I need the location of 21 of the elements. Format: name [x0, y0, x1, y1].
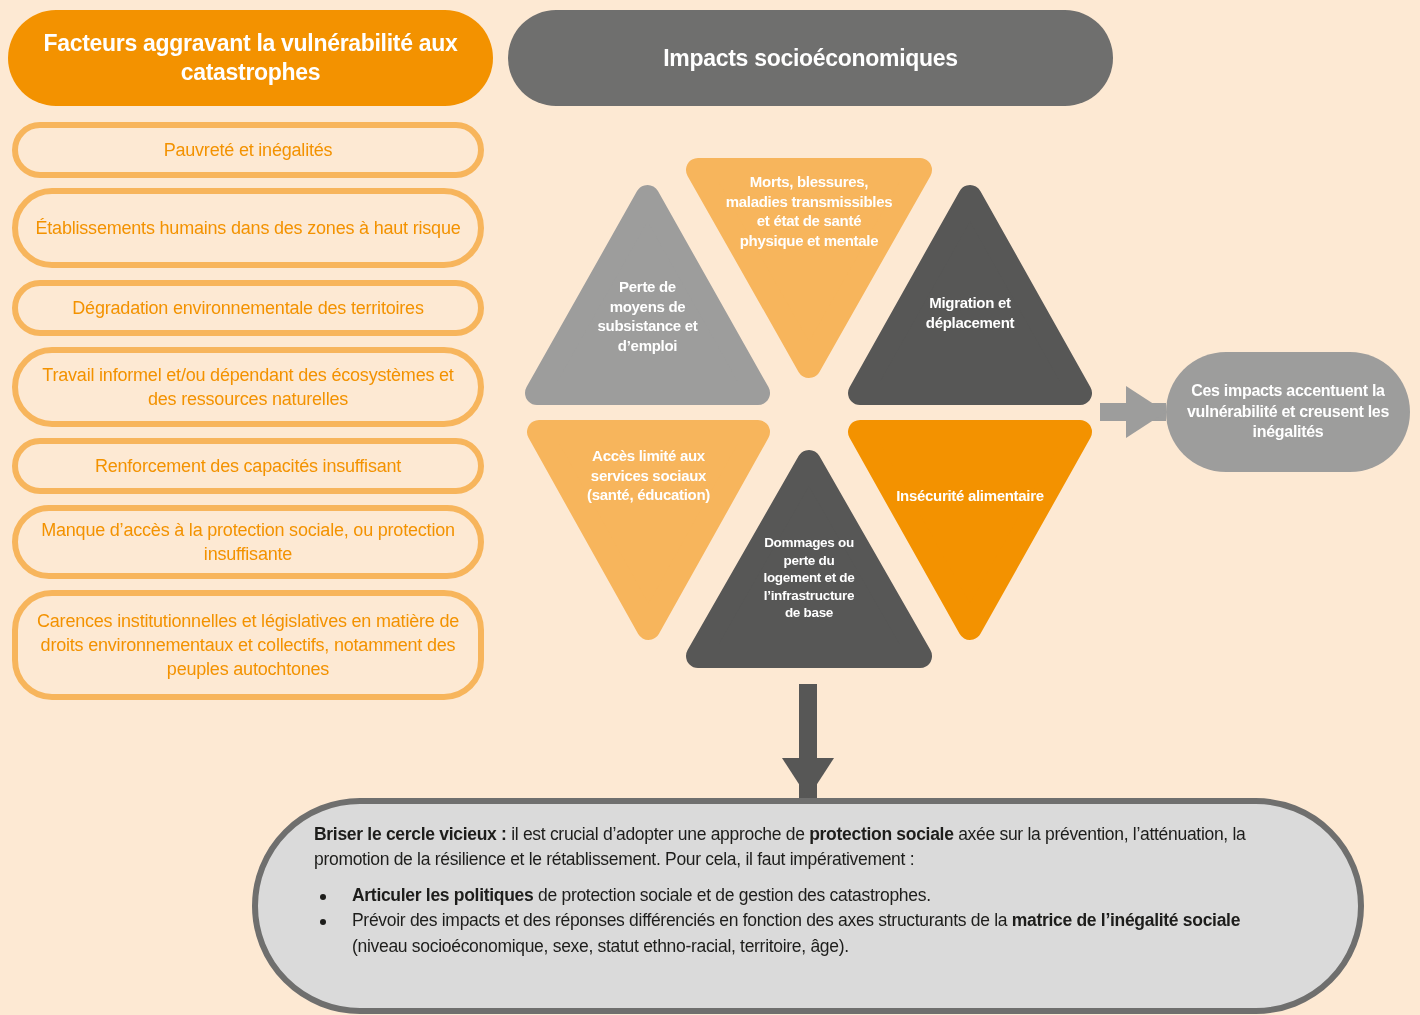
header-banner: Facteurs aggravant la vulnérabilité aux catastrophes	[8, 10, 493, 106]
conclusion-pill: Ces impacts accentuent la vulnérabilité et creusent les inégalités	[1166, 352, 1410, 472]
block-arrow	[782, 684, 834, 798]
factor-pill: Travail informel et/ou dépendant des écosystèmes et des ressources naturelles	[12, 347, 484, 427]
factor-pill: Manque d’accès à la protection sociale, ou protection insuffisante	[12, 505, 484, 579]
header-banner: Impacts socioéconomiques	[508, 10, 1113, 106]
impact-text: Migration et déplacement	[924, 293, 1016, 332]
impact-text: Insécurité alimentaire	[895, 486, 1045, 506]
bullet-item: Articuler les politiques de protection sociale et de gestion des catastrophes.	[352, 882, 1278, 909]
impact-text: Dommages ou perte du logement et de l’infrastructure de base	[762, 534, 856, 622]
factor-pill: Pauvreté et inégalités	[12, 122, 484, 178]
factor-pill: Dégradation environnementale des territoires	[12, 280, 484, 336]
panel-paragraph: Briser le cercle vicieux : il est crucial d’adopter une approche de protection sociale axée sur la prévention, l’atténuation, la promotion de la résilience et le rétablissement. Pour cela, il faut impérativement :	[314, 823, 1247, 872]
factor-pill: Renforcement des capacités insuffisant	[12, 438, 484, 494]
factor-pill: Carences institutionnelles et législatives en matière de droits environnementaux et collectifs, notamment des peuples autochtones	[12, 590, 484, 700]
block-arrow	[1100, 386, 1166, 438]
impact-text: Morts, blessures, maladies transmissibles et état de santé physique et mentale	[724, 172, 894, 250]
bullet-item: Prévoir des impacts et des réponses différenciés en fonction des axes structurants de la matrice de l’inégalité sociale (niveau socioéconomique, sexe, statut ethno-racial, territoire, âge).	[352, 908, 1278, 959]
impact-text: Perte de moyens de subsistance et d’emploi	[597, 277, 698, 355]
impact-text: Accès limité aux services sociaux (santé, éducation)	[586, 446, 711, 505]
factor-pill: Établissements humains dans des zones à haut risque	[12, 188, 484, 268]
